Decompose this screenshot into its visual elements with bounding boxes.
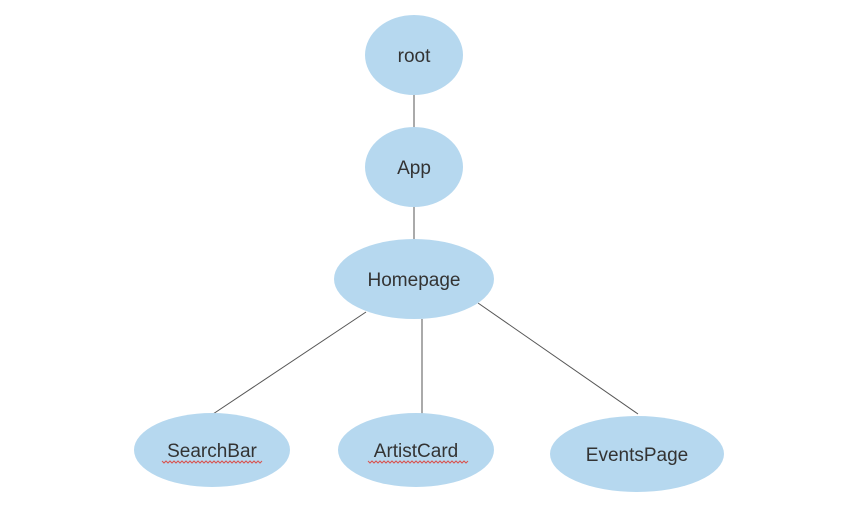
edge-homepage-eventspage — [477, 302, 639, 415]
node-eventspage: EventsPage — [550, 416, 724, 492]
node-homepage: Homepage — [334, 239, 494, 319]
node-searchbar: SearchBar — [134, 413, 290, 487]
spellcheck-underline-searchbar — [161, 460, 263, 464]
node-homepage-shape — [334, 239, 494, 319]
node-eventspage-label: EventsPage — [586, 445, 688, 466]
node-eventspage-shape — [550, 416, 724, 492]
node-homepage-label: Homepage — [368, 270, 461, 291]
node-artistcard-shape — [338, 413, 494, 487]
node-root: root — [365, 15, 463, 95]
node-app: App — [365, 127, 463, 207]
spellcheck-underline-artistcard — [367, 460, 469, 464]
node-artistcard-label: ArtistCard — [374, 441, 458, 462]
node-searchbar-label: SearchBar — [167, 441, 257, 462]
node-app-shape — [365, 127, 463, 207]
node-app-label: App — [397, 158, 431, 179]
node-artistcard: ArtistCard — [338, 413, 494, 487]
node-root-shape — [365, 15, 463, 95]
edge-homepage-searchbar — [212, 311, 367, 415]
node-searchbar-shape — [134, 413, 290, 487]
node-root-label: root — [398, 46, 431, 67]
